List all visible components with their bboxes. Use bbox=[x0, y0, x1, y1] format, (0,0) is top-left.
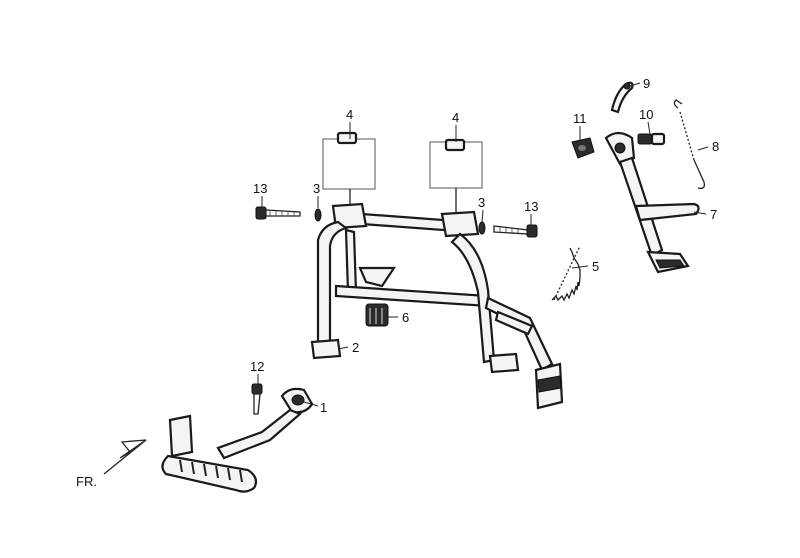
kick-starter-arm bbox=[161, 387, 314, 493]
washer-right bbox=[478, 221, 486, 235]
side-stand-spring bbox=[673, 99, 706, 190]
pivot-bolt-right bbox=[493, 224, 538, 238]
pivot-bolt-left bbox=[255, 206, 301, 220]
front-direction-arrow bbox=[103, 439, 147, 475]
callout-12: 12 bbox=[250, 359, 264, 374]
callout-4-left: 4 bbox=[346, 107, 353, 122]
callout-4-right: 4 bbox=[452, 110, 459, 125]
kick-arm-bolt bbox=[251, 383, 263, 415]
callout-3-left: 3 bbox=[313, 181, 320, 196]
main-stand bbox=[310, 202, 554, 374]
callout-1: 1 bbox=[320, 400, 327, 415]
side-stand-bolt bbox=[637, 132, 666, 146]
collar-left bbox=[322, 131, 376, 206]
leader-lines bbox=[257, 82, 709, 407]
collar-right bbox=[429, 138, 483, 212]
side-stand-link bbox=[610, 81, 634, 114]
stand-spring bbox=[551, 245, 581, 302]
callout-10: 10 bbox=[639, 107, 653, 122]
front-direction-label: FR. bbox=[76, 474, 97, 489]
callout-7: 7 bbox=[710, 207, 717, 222]
callout-labels: 1 2 3 3 4 4 5 6 7 8 9 10 11 12 13 13 FR. bbox=[76, 76, 719, 489]
callout-13-left: 13 bbox=[253, 181, 267, 196]
washer-left bbox=[314, 208, 322, 222]
side-stand-nut bbox=[571, 137, 595, 159]
callout-2: 2 bbox=[352, 340, 359, 355]
stand-stopper-rubber bbox=[365, 303, 389, 327]
callout-11: 11 bbox=[573, 111, 587, 126]
callout-6: 6 bbox=[402, 310, 409, 325]
callout-3-right: 3 bbox=[478, 195, 485, 210]
side-stand bbox=[604, 131, 700, 274]
callout-8: 8 bbox=[712, 139, 719, 154]
callout-5: 5 bbox=[592, 259, 599, 274]
stand-pedal-rubber bbox=[534, 362, 564, 410]
callout-9: 9 bbox=[643, 76, 650, 91]
callout-13-right: 13 bbox=[524, 199, 538, 214]
